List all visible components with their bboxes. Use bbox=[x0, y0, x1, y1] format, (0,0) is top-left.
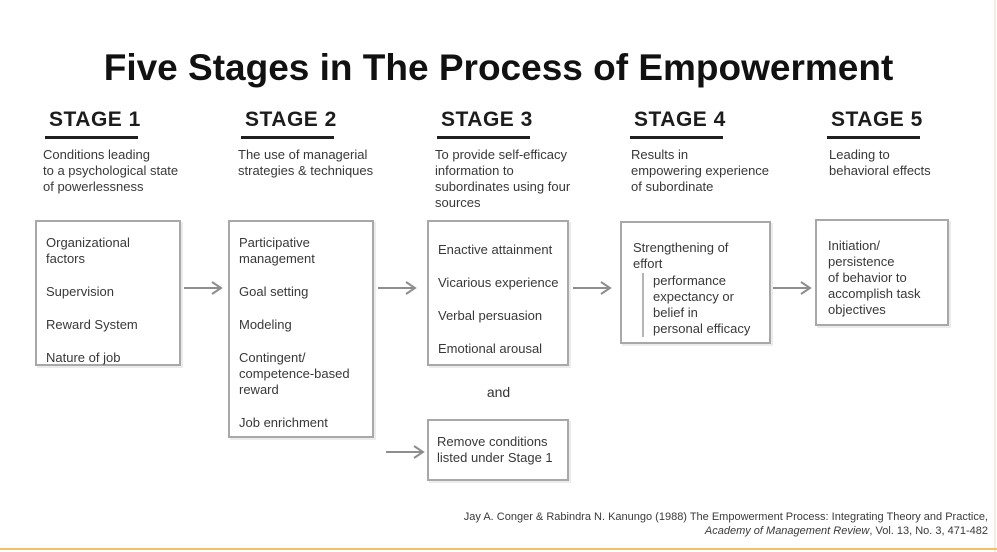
stage2-item: Modeling bbox=[239, 317, 292, 332]
arrow-stage4-to-stage5 bbox=[773, 281, 812, 295]
stage4-indented-text: performance expectancy or belief in pers… bbox=[642, 273, 761, 337]
citation-line2-rest: , Vol. 13, No. 3, 471-482 bbox=[869, 524, 988, 537]
stage3-header: STAGE 3 bbox=[437, 108, 532, 139]
stage2-header: STAGE 2 bbox=[241, 108, 336, 139]
stage2-box: Participative management Goal setting Mo… bbox=[228, 220, 374, 438]
citation-journal: Academy of Management Review bbox=[704, 524, 870, 537]
and-label: and bbox=[486, 384, 511, 400]
arrow-stage2-to-stage3 bbox=[378, 281, 417, 295]
bottom-edge-accent bbox=[0, 548, 997, 550]
stage1-item: Organizational factors bbox=[46, 235, 130, 266]
stage3-item: Emotional arousal bbox=[438, 341, 543, 356]
stage3-item: Vicarious experience bbox=[438, 275, 559, 290]
arrow-stage1-to-stage2 bbox=[184, 281, 223, 295]
stage5-header: STAGE 5 bbox=[827, 108, 922, 139]
stage4-header: STAGE 4 bbox=[630, 108, 725, 139]
stage3-item: Enactive attainment bbox=[438, 242, 553, 257]
stage4-description: Results in empowering experience of subo… bbox=[631, 147, 770, 194]
citation-line1: Jay A. Conger & Rabindra N. Kanungo (198… bbox=[463, 511, 988, 523]
stage5-box: Initiation/ persistence of behavior to a… bbox=[815, 219, 949, 326]
stage3-item: Verbal persuasion bbox=[438, 308, 543, 323]
stage2-item: Participative management bbox=[239, 235, 315, 266]
stage1-description: Conditions leading to a psychological st… bbox=[43, 147, 179, 194]
stage1-header: STAGE 1 bbox=[45, 108, 140, 139]
stage5-item: Initiation/ persistence of behavior to a… bbox=[828, 238, 921, 317]
arrow-to-remove-conditions bbox=[386, 445, 425, 459]
stage1-item: Nature of job bbox=[46, 350, 121, 365]
stage3-description: To provide self-efficacy information to … bbox=[435, 147, 571, 210]
arrow-stage3-to-stage4 bbox=[573, 281, 612, 295]
stage1-item: Reward System bbox=[46, 317, 138, 332]
stage4-box: Strengthening of effort performance expe… bbox=[620, 221, 771, 344]
remove-conditions-box: Remove conditions listed under Stage 1 bbox=[427, 419, 569, 481]
citation: Jay A. Conger & Rabindra N. Kanungo (198… bbox=[464, 511, 988, 538]
stage2-item: Job enrichment bbox=[239, 415, 328, 430]
stage2-item: Contingent/ competence-based reward bbox=[239, 350, 350, 397]
stage1-box: Organizational factors Supervision Rewar… bbox=[35, 220, 181, 366]
stage5-description: Leading to behavioral effects bbox=[829, 147, 931, 178]
slide-title: Five Stages in The Process of Empowermen… bbox=[103, 46, 894, 88]
citation-line2: Academy of Management Review, Vol. 13, N… bbox=[464, 525, 988, 539]
stage2-description: The use of managerial strategies & techn… bbox=[238, 147, 374, 178]
stage4-lead-text: Strengthening of effort bbox=[633, 240, 729, 271]
stage1-item: Supervision bbox=[46, 284, 114, 299]
stage2-item: Goal setting bbox=[239, 284, 309, 299]
stage3-box: Enactive attainment Vicarious experience… bbox=[427, 220, 569, 366]
right-edge-accent bbox=[994, 0, 996, 552]
